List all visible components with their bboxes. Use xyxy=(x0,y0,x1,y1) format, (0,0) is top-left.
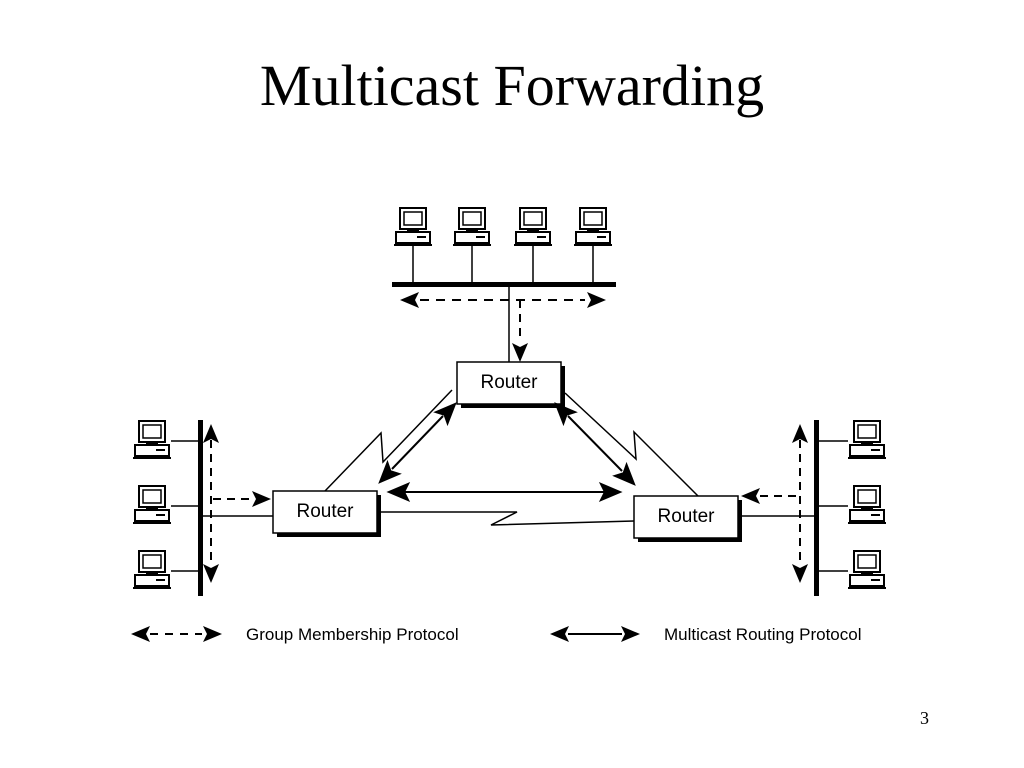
legend-multicast-routing-label: Multicast Routing Protocol xyxy=(664,625,861,644)
router-left-label: Router xyxy=(296,501,354,522)
wan-link-top-right xyxy=(564,392,699,497)
router-left: Router xyxy=(272,490,381,537)
computer-icon xyxy=(132,420,172,459)
router-right: Router xyxy=(633,495,742,542)
top-lan xyxy=(392,207,616,362)
right-lan-bus xyxy=(814,420,819,596)
wan-link-top-left xyxy=(324,389,453,492)
computer-icon xyxy=(847,420,887,459)
right-lan xyxy=(738,420,887,596)
arrowhead-icon xyxy=(550,626,569,642)
arrowhead-icon xyxy=(792,564,808,583)
arrowhead-icon xyxy=(203,626,222,642)
computer-icon xyxy=(573,207,613,246)
top-host-drops xyxy=(412,246,594,284)
slide-title: Multicast Forwarding xyxy=(259,53,765,118)
top-lan-bus xyxy=(392,282,616,287)
wan-links xyxy=(324,389,699,526)
arrowhead-icon xyxy=(512,343,528,362)
legend: Group Membership Protocol Multicast Rout… xyxy=(131,625,861,644)
computer-icon xyxy=(452,207,492,246)
arrowhead-icon xyxy=(203,564,219,583)
legend-group-membership: Group Membership Protocol xyxy=(131,625,459,644)
arrowhead-icon xyxy=(621,626,640,642)
multicast-routing-arrows xyxy=(373,397,641,501)
legend-multicast-routing: Multicast Routing Protocol xyxy=(550,625,861,644)
legend-group-membership-label: Group Membership Protocol xyxy=(246,625,459,644)
computer-icon xyxy=(847,485,887,524)
arrowhead-icon xyxy=(252,491,271,507)
router-top-label: Router xyxy=(480,372,538,393)
arrowhead-icon xyxy=(131,626,150,642)
page-number: 3 xyxy=(920,708,929,728)
arrowhead-icon xyxy=(400,292,419,308)
computer-icon xyxy=(132,485,172,524)
computer-icon xyxy=(513,207,553,246)
wan-link-left-right xyxy=(381,511,635,526)
left-lan-bus xyxy=(198,420,203,596)
left-lan xyxy=(132,420,273,596)
router-right-label: Router xyxy=(657,506,715,527)
router-top: Router xyxy=(456,361,565,408)
right-host-drops xyxy=(818,440,848,572)
computer-icon xyxy=(132,550,172,589)
arrowhead-icon xyxy=(741,488,760,504)
arrowhead-icon xyxy=(587,292,606,308)
computer-icon xyxy=(847,550,887,589)
left-host-drops xyxy=(171,440,200,572)
computer-icon xyxy=(393,207,433,246)
